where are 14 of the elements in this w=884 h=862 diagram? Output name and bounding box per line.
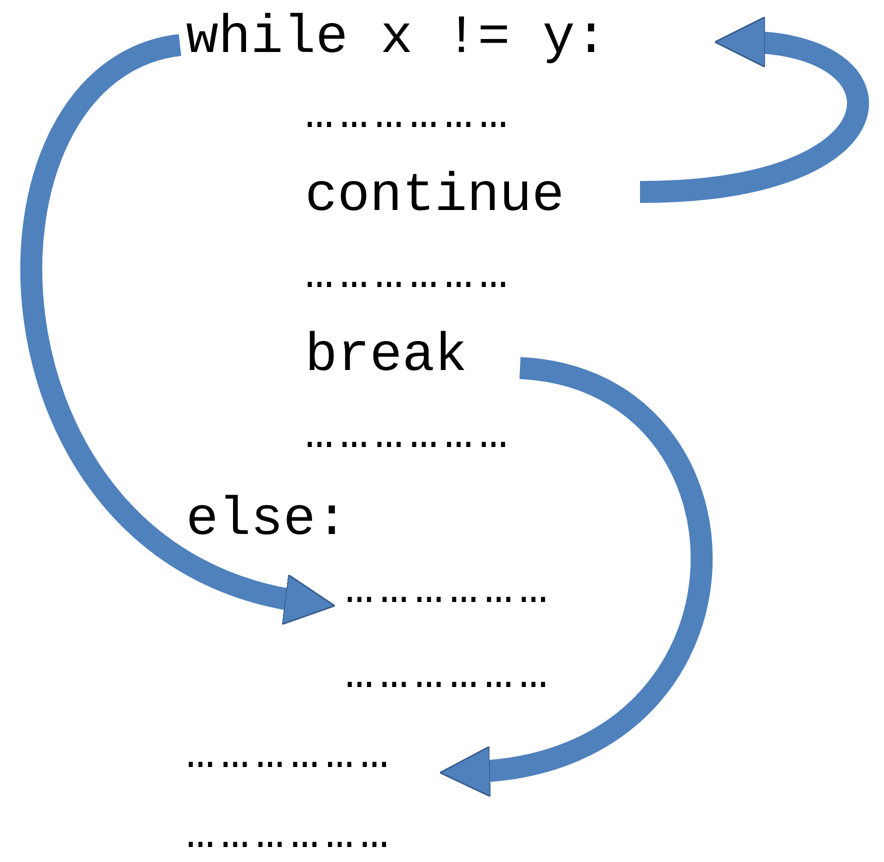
keyword-text: break — [305, 326, 468, 388]
placeholder-dots: ……………… — [305, 244, 514, 306]
placeholder-dots: ……………… — [186, 804, 395, 862]
placeholder-dots: ……………… — [345, 559, 554, 621]
placeholder-dots: ……………… — [305, 84, 514, 146]
code-line: else: — [186, 490, 348, 552]
curved-arrow — [20, 34, 335, 622]
curved-arrow — [440, 357, 712, 795]
curved-arrow — [639, 18, 869, 203]
placeholder-dots: ……………… — [345, 644, 554, 706]
keyword-text: continue — [305, 166, 564, 228]
placeholder-dots: ……………… — [186, 724, 395, 786]
placeholder-dots: ……………… — [305, 404, 514, 466]
code-line: while x != y: — [186, 8, 608, 70]
